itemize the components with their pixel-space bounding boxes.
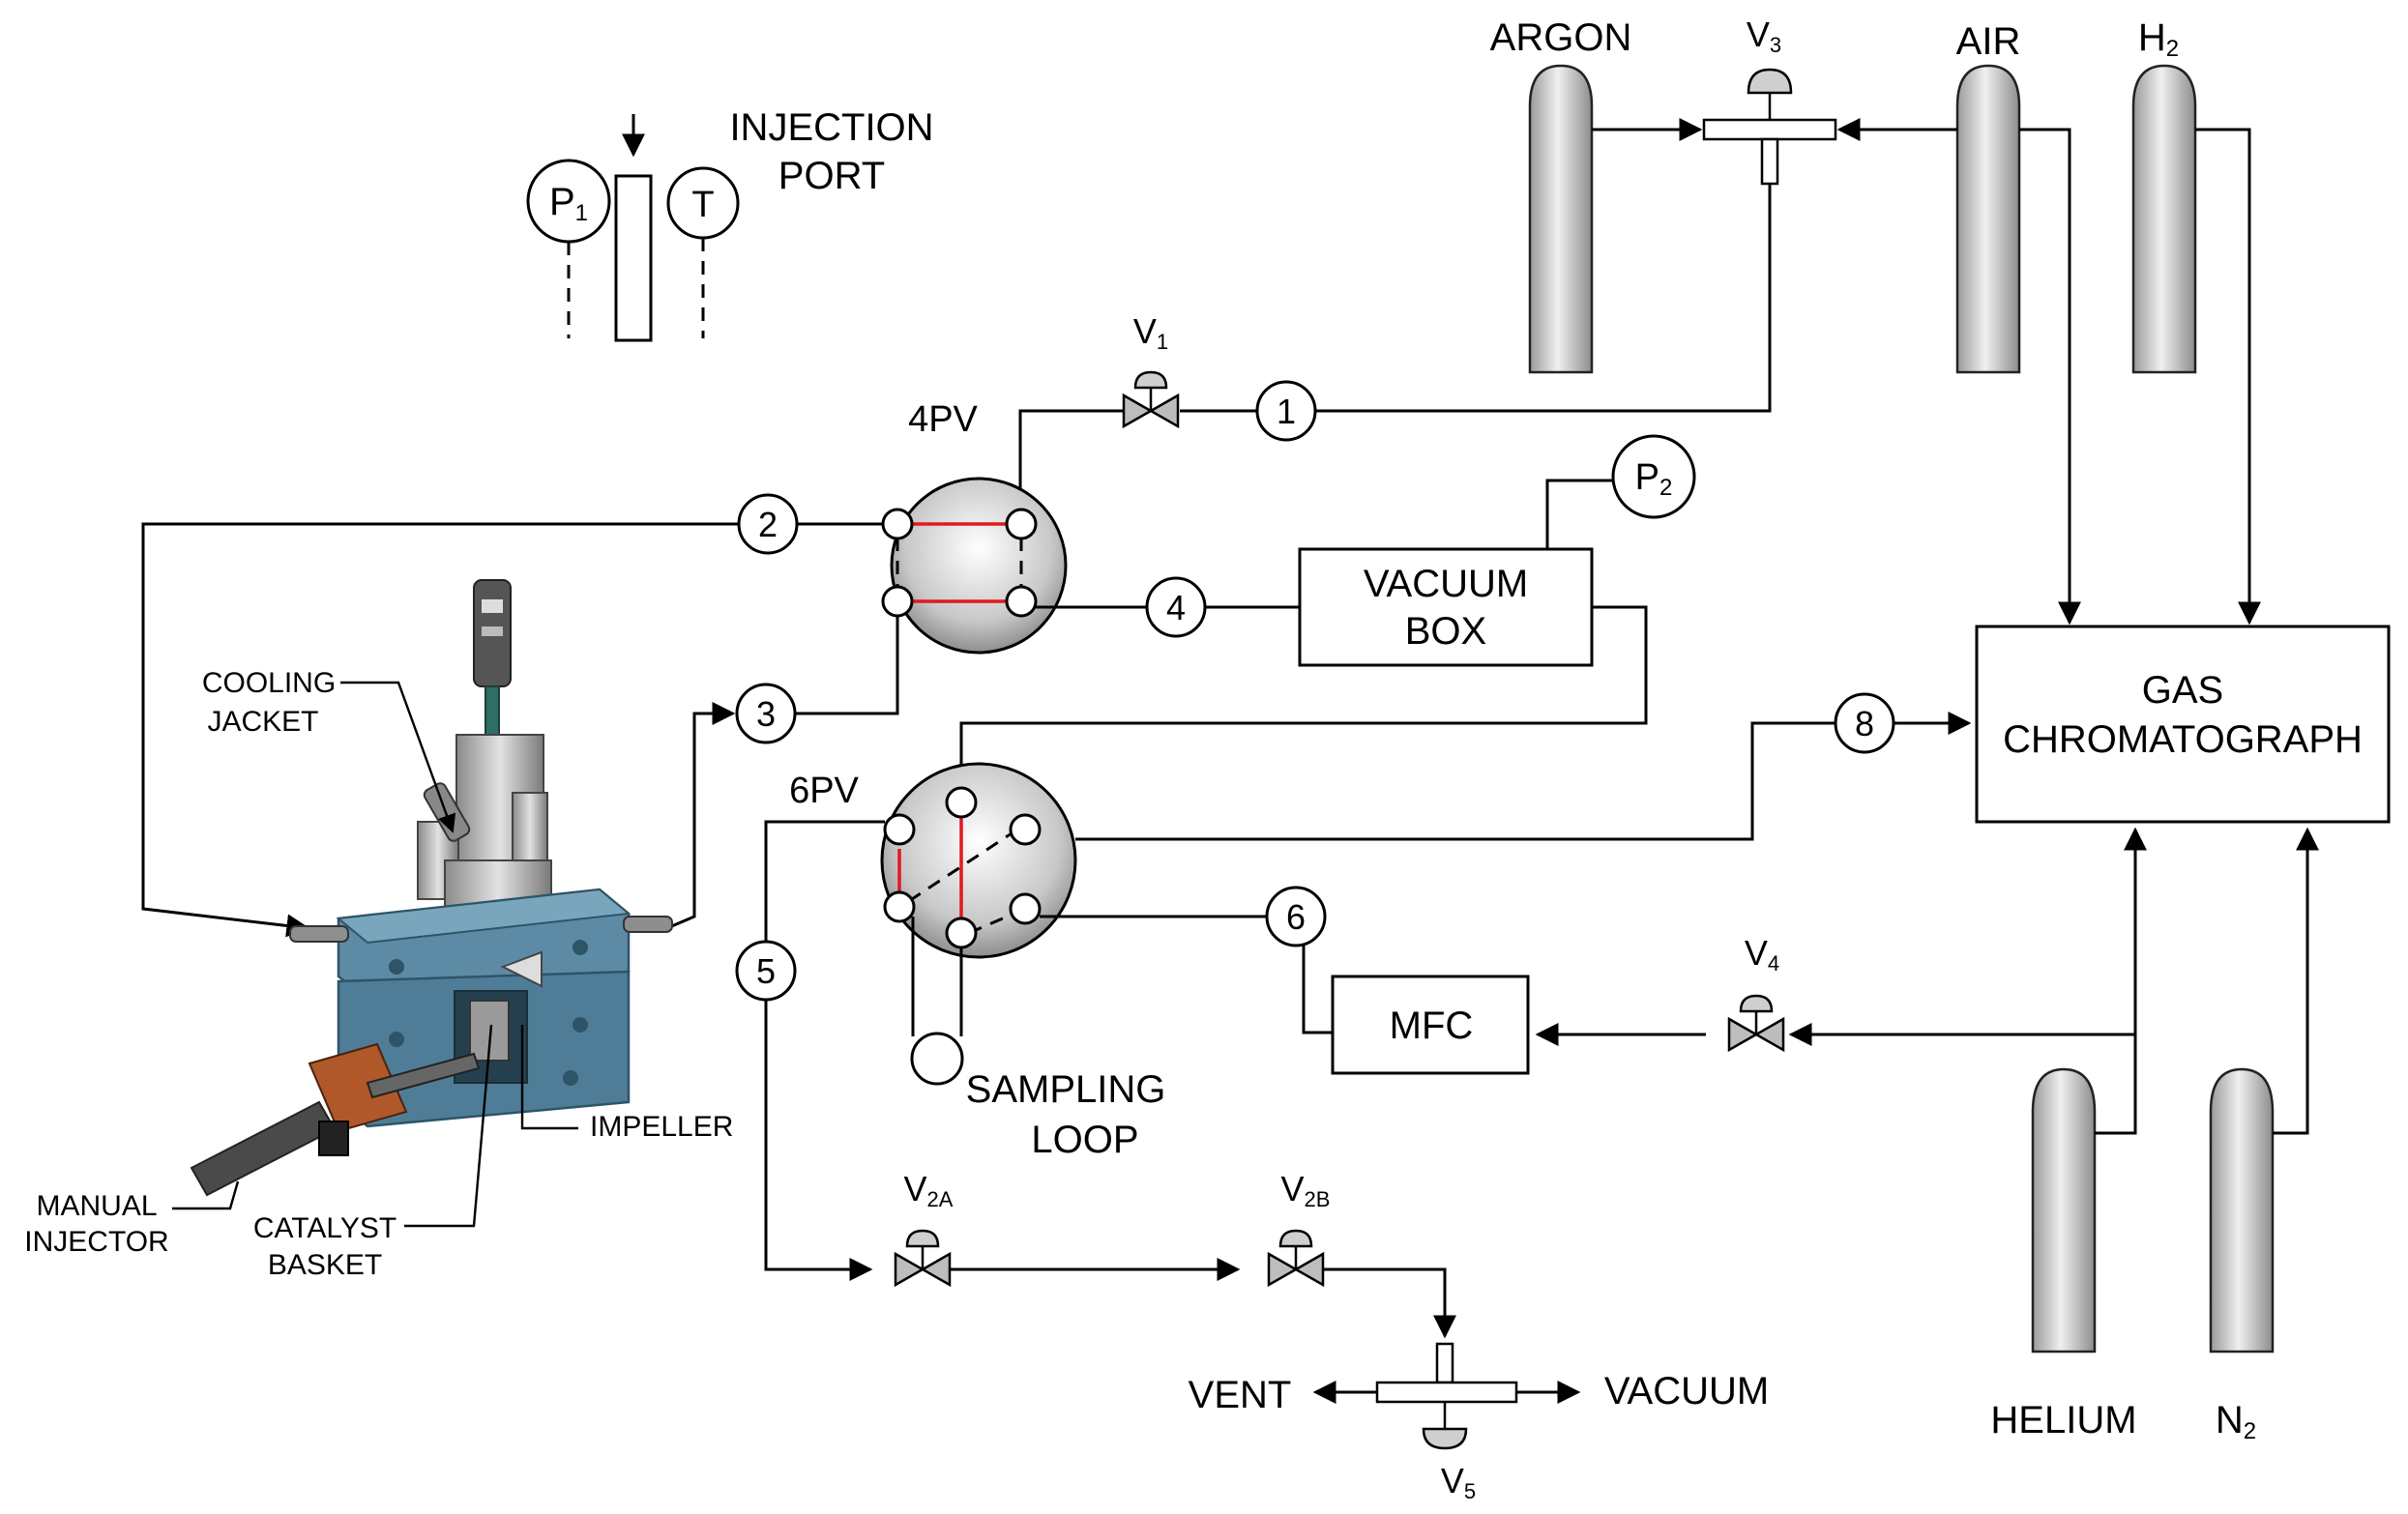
n2-cylinder (2209, 1067, 2275, 1354)
valve-v4 (1727, 994, 1785, 1052)
cooling-jacket-label-2: JACKET (207, 706, 318, 738)
valve-v3-tee: V3 (1702, 15, 1837, 186)
vacuum-box-label-2: BOX (1405, 610, 1486, 653)
valve-v5-tee: V5 (1375, 1342, 1518, 1503)
four-port-valve: 4PV (881, 399, 1068, 655)
stream-2-label: 2 (758, 505, 778, 544)
impeller-label: IMPELLER (590, 1111, 733, 1143)
air-cylinder (1955, 64, 2021, 374)
injection-port-label-1: INJECTION (729, 106, 933, 149)
stream-4-label: 4 (1166, 588, 1186, 627)
valve-v2a (894, 1229, 952, 1287)
v2a-label: V2A (904, 1169, 954, 1211)
valve-v1 (1122, 370, 1180, 428)
four-pv-label: 4PV (908, 399, 978, 440)
vacuum-label: VACUUM (1604, 1370, 1769, 1412)
injection-port-label-2: PORT (778, 155, 885, 197)
v5-label: V5 (1441, 1461, 1476, 1503)
n2-label: N2 (2216, 1399, 2256, 1444)
air-label: AIR (1956, 20, 2021, 63)
argon-cylinder (1528, 64, 1594, 374)
v2b-label: V2B (1281, 1169, 1331, 1211)
sampling-loop-label-1: SAMPLING (966, 1068, 1166, 1111)
vacuum-box-label-1: VACUUM (1364, 563, 1528, 605)
stream-6-bubble (1265, 886, 1327, 947)
stream-3-bubble (735, 683, 797, 744)
reactor-callouts: COOLING JACKET IMPELLER MANUAL INJECTOR … (24, 667, 733, 1281)
manual-injector-label-2: INJECTOR (24, 1226, 168, 1258)
argon-label: ARGON (1490, 16, 1632, 59)
helium-label: HELIUM (1990, 1399, 2136, 1441)
h2-cylinder (2131, 64, 2197, 374)
mfc-box: MFC (1331, 975, 1530, 1075)
stream-5-label: 5 (756, 951, 776, 991)
p1-label: P1 (549, 181, 588, 226)
gas-chromatograph: GAS CHROMATOGRAPH (1975, 625, 2391, 824)
vacuum-box: VACUUM BOX (1298, 547, 1594, 667)
mfc-label: MFC (1390, 1004, 1474, 1047)
vent-label: VENT (1189, 1374, 1292, 1416)
v3-label: V3 (1747, 15, 1781, 57)
gc-label-1: GAS (2142, 669, 2223, 712)
valve-v2b (1267, 1229, 1325, 1287)
reactor-illustration (190, 579, 673, 1197)
injection-port: P1 T INJECTION PORT (526, 106, 934, 342)
catalyst-basket-label-2: BASKET (268, 1249, 382, 1281)
sampling-loop-label-2: LOOP (1031, 1119, 1138, 1161)
gas-cylinders: ARGON AIR H2 HELIUM N2 (1490, 16, 2275, 1444)
v4-label: V4 (1745, 933, 1779, 975)
sampling-loop (910, 1032, 964, 1086)
t-label: T (691, 185, 714, 225)
line-argon-to-stream1 (1306, 184, 1772, 413)
manual-injector-label-1: MANUAL (36, 1190, 157, 1222)
cooling-jacket-label-1: COOLING (202, 667, 336, 699)
helium-cylinder (2031, 1067, 2097, 1354)
catalyst-basket-label-1: CATALYST (253, 1212, 396, 1244)
h2-label: H2 (2138, 16, 2179, 62)
pressure-gauge-p2 (1611, 434, 1696, 519)
gc-label-2: CHROMATOGRAPH (2003, 718, 2363, 761)
stream-1-label: 1 (1277, 392, 1296, 431)
p2-label: P2 (1635, 457, 1673, 501)
v1-label: V1 (1133, 311, 1168, 354)
stream-3-label: 3 (756, 694, 776, 734)
six-port-valve: 6PV (789, 762, 1077, 959)
six-pv-label: 6PV (789, 771, 859, 811)
stream-8-label: 8 (1855, 704, 1874, 743)
stream-6-label: 6 (1286, 897, 1306, 937)
